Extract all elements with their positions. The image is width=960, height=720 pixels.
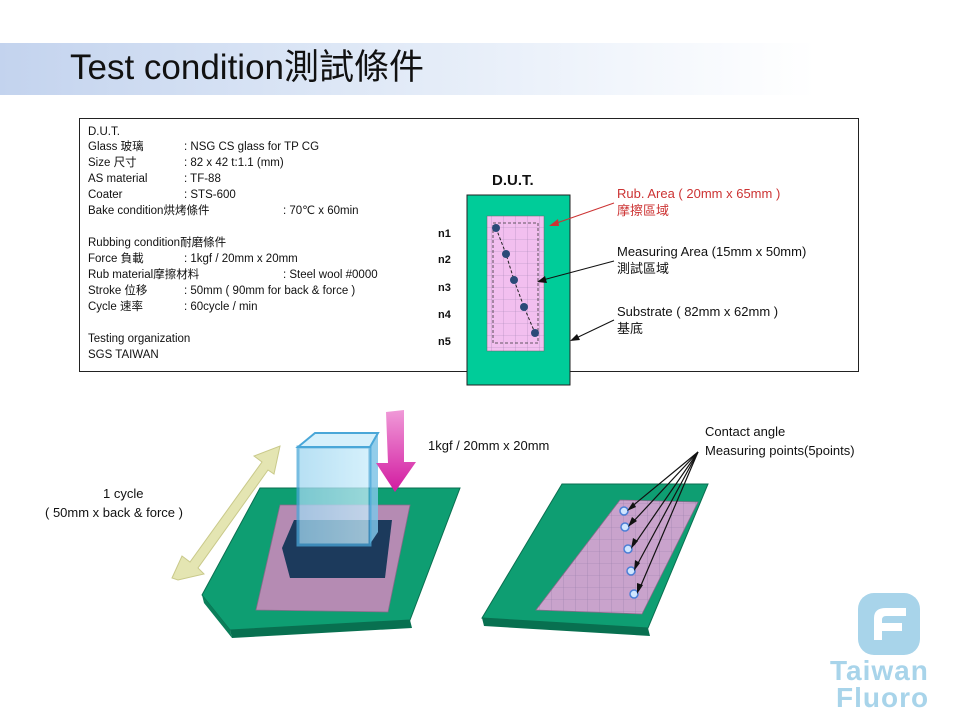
logo-mark-glyph [874,608,906,640]
spec-size-value: : 82 x 42 t:1.1 (mm) [184,157,284,169]
rub-head-block-side [370,435,378,544]
dut-point-n5 [531,329,539,337]
spec-as-label: AS material [88,173,148,185]
contact-point-2 [620,522,630,532]
contact-angle-label-detail: Measuring points(5points) [705,443,855,458]
dut-rub-area [486,215,545,352]
measuring-area-label: Measuring Area (15mm x 50mm) [617,244,807,259]
rub-area-arrow [549,202,615,226]
contact-angle-illustration [481,451,709,636]
spec-stroke-label: Stroke 位移 [88,285,148,297]
spec-stroke-value: : 50mm ( 90mm for back & force ) [184,285,356,297]
rub-area-label-zh: 摩擦區域 [617,203,670,218]
dut-label-n2: n2 [438,254,451,266]
spec-rubbing-heading: Rubbing condition耐磨條件 [88,237,227,249]
spec-size-label: Size 尺寸 [88,157,137,169]
rub-test-illustration [171,410,461,638]
spec-as-value: : TF-88 [184,173,221,185]
contact-points [619,506,639,599]
dut-title: D.U.T. [492,172,534,189]
substrate-label: Substrate ( 82mm x 62mm ) [617,304,779,319]
logo-text-fluoro: Fluoro [836,682,930,713]
force-arrow [376,410,416,492]
contact-angle-label: Contact angle [705,424,786,439]
spec-rub-material-value: : Steel wool #0000 [283,269,378,281]
rub-head-block-front [296,445,372,547]
logo-text-taiwan: Taiwan [830,655,929,686]
spec-org-heading: Testing organization [88,333,191,345]
contact-point-1 [619,506,629,516]
spec-coater-label: Coater [88,189,123,201]
contact-point-5 [629,589,639,599]
title-band [0,43,960,95]
measuring-area-label-zh: 測試區域 [617,261,670,276]
substrate-arrow [570,319,615,341]
cycle-label: 1 cycle [103,486,144,501]
spec-coater-value: : STS-600 [184,189,236,201]
rub-head-block-top [295,432,380,448]
dut-label-n5: n5 [438,336,451,348]
dut-point-n4 [520,303,528,311]
spec-bake-value: : 70℃ x 60min [283,205,359,217]
spec-force-value: : 1kgf / 20mm x 20mm [184,253,298,265]
contact-point-3 [623,544,633,554]
spec-force-label: Force 負載 [88,253,144,265]
spec-glass-label: Glass 玻璃 [88,141,144,153]
page-title: Test condition測試條件 [70,48,425,87]
spec-cycle-value: : 60cycle / min [184,301,258,313]
spec-cycle-label: Cycle 速率 [88,301,143,313]
dut-label-n1: n1 [438,228,451,240]
force-label: 1kgf / 20mm x 20mm [428,438,550,453]
dut-label-n3: n3 [438,282,451,294]
dut-label-n4: n4 [438,309,451,321]
substrate-label-zh: 基底 [617,321,644,336]
taiwan-fluoro-logo [858,593,920,655]
contact-angle-arrows [627,451,699,594]
spec-org-value: SGS TAIWAN [88,349,159,361]
spec-dut-heading: D.U.T. [88,126,120,138]
measuring-area-arrow [537,260,615,283]
cycle-arrow [171,445,281,581]
spec-bake-label: Bake condition烘烤條件 [88,205,210,217]
dut-measure-points [492,224,539,337]
dut-point-n3 [510,276,518,284]
rub-area-label: Rub. Area ( 20mm x 65mm ) [617,186,781,201]
cycle-label-detail: ( 50mm x back & force ) [45,505,183,520]
spec-rub-material-label: Rub material摩擦材料 [88,269,200,281]
spec-glass-value: : NSG CS glass for TP CG [184,141,320,153]
dut-point-n2 [502,250,510,258]
dut-point-n1 [492,224,500,232]
contact-point-4 [626,566,636,576]
